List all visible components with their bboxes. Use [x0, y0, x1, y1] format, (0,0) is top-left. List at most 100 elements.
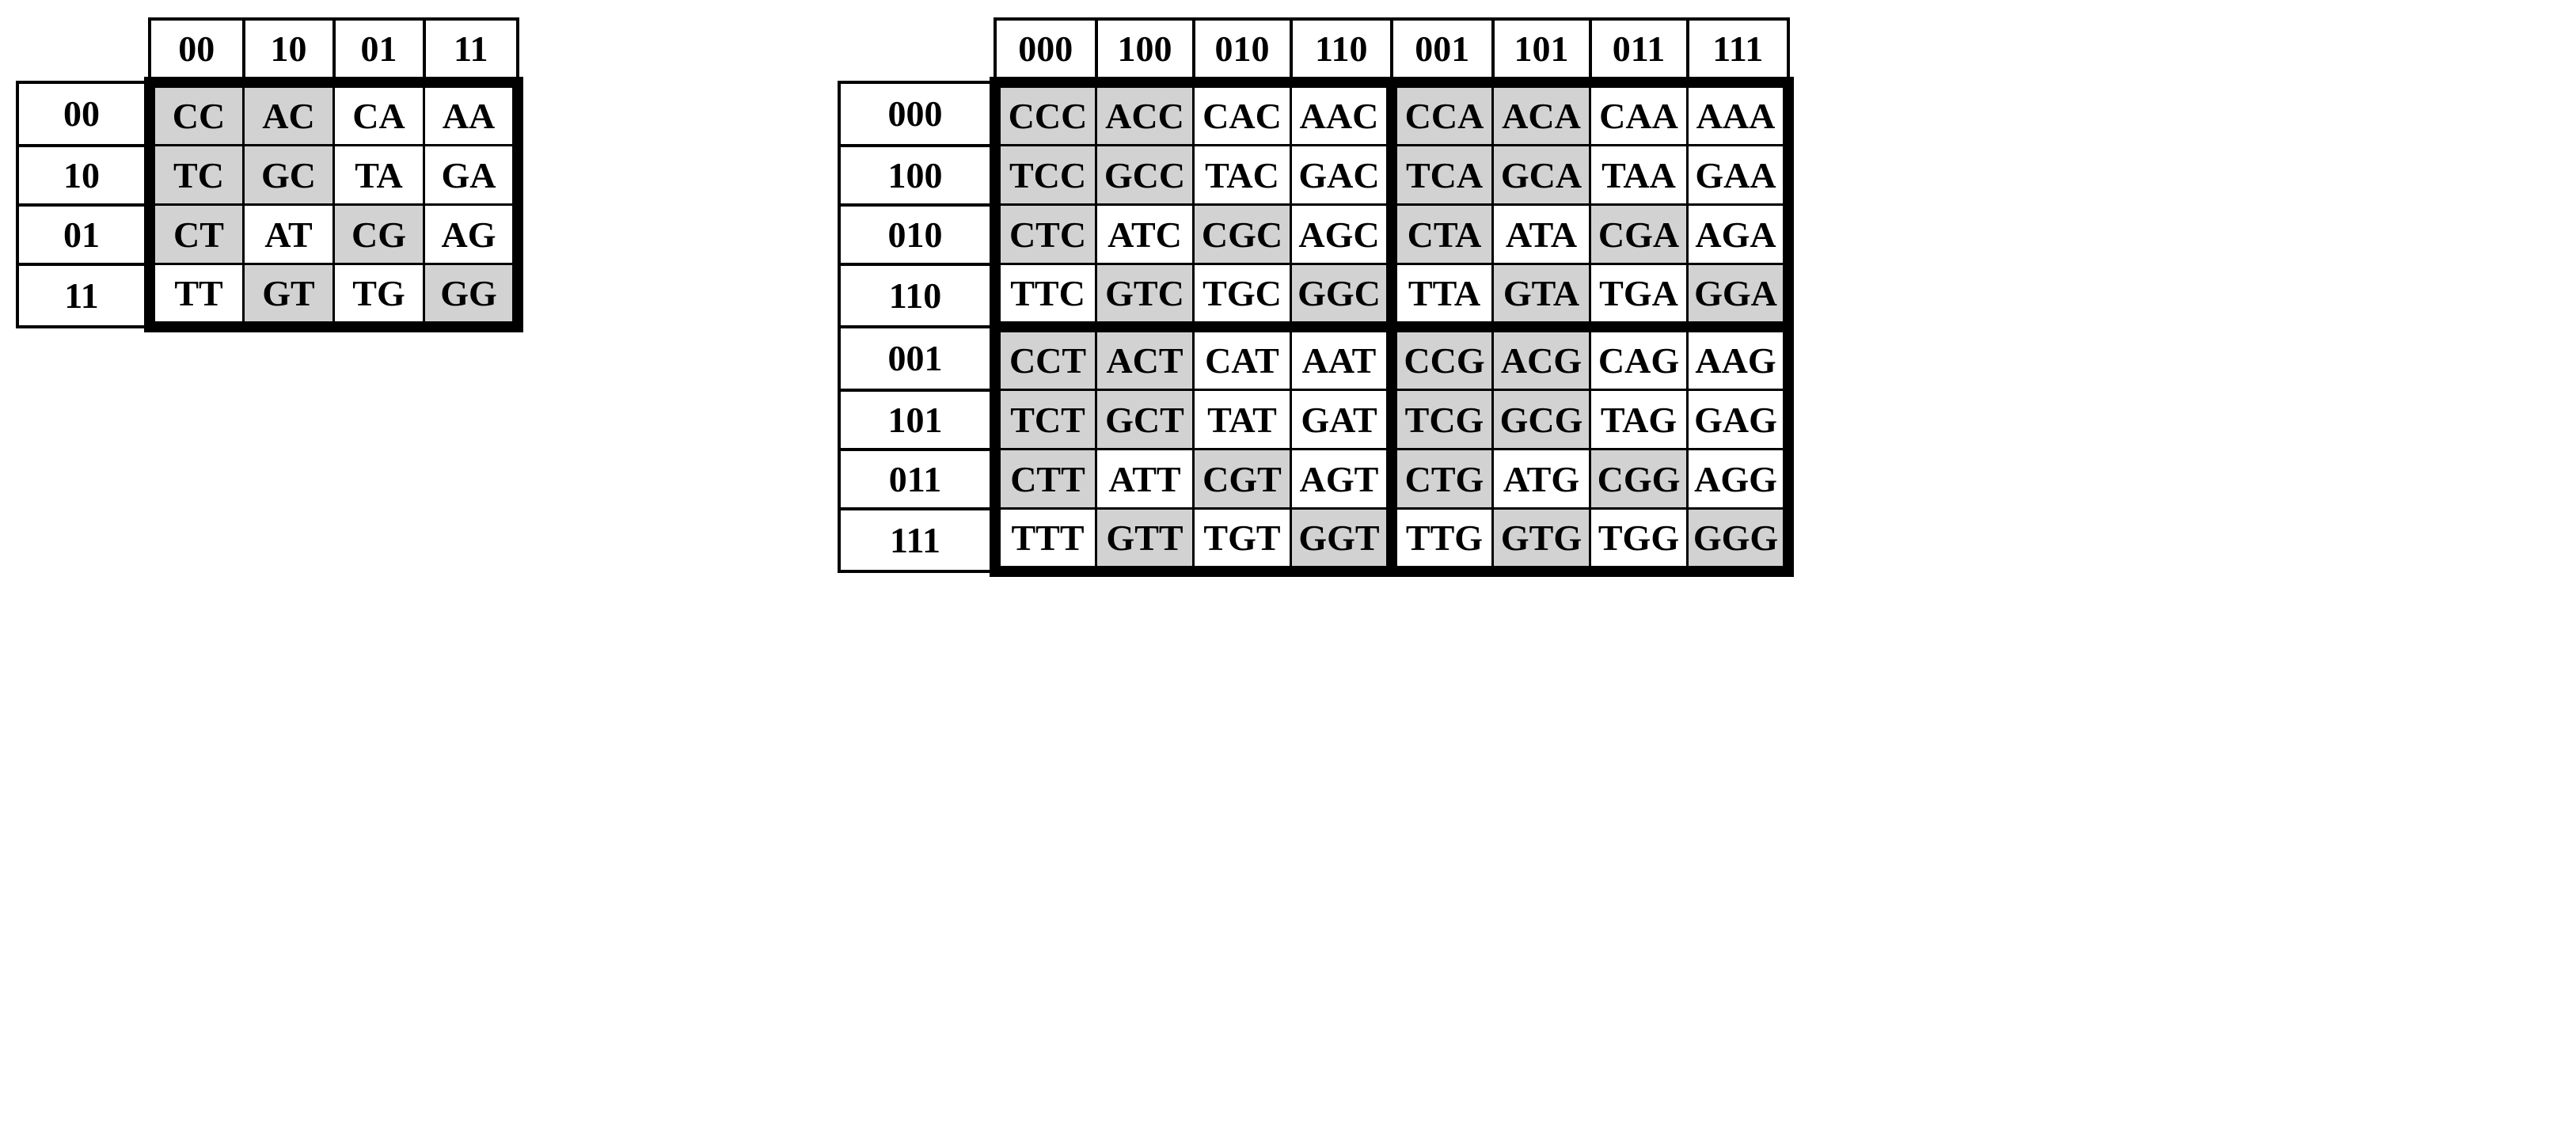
row-header-11: 11 [16, 262, 151, 328]
kmer-cell: CCA [1386, 77, 1494, 146]
kmer-cell: GAA [1686, 144, 1794, 206]
kmer-cell: GC [242, 144, 335, 206]
kmer-cell: GTT [1095, 507, 1195, 577]
kmer-cell: CTA [1386, 203, 1494, 265]
kmer-cell: GAG [1686, 389, 1794, 450]
kmer-cell: ATC [1095, 203, 1195, 265]
kmer-cell: GAC [1290, 144, 1397, 206]
kmer-cell: TGA [1589, 263, 1689, 332]
kmer-cell: GTC [1095, 263, 1195, 332]
kmer-cell: TTG [1386, 507, 1494, 577]
corner-spacer [17, 19, 150, 82]
kmer-cell: TCC [990, 144, 1097, 206]
kmer-cell: ATT [1095, 448, 1195, 510]
kmer-cell: AGG [1686, 448, 1794, 510]
kmer-cell: AG [423, 203, 523, 265]
kmer-cell: CAG [1589, 321, 1689, 391]
kmer-cell: AT [242, 203, 335, 265]
row-header-000: 000 [838, 81, 997, 147]
kmer-cell: ACT [1095, 321, 1195, 391]
kmer-cell: AGT [1290, 448, 1397, 510]
row-header-010: 010 [838, 203, 997, 266]
kmer-cell: GGA [1686, 263, 1794, 332]
kmer-cell: CTC [990, 203, 1097, 265]
column-header-100: 100 [1094, 17, 1195, 84]
kmer-cell: GCA [1491, 144, 1591, 206]
kmer-cell: TTC [990, 263, 1097, 332]
column-header-11: 11 [422, 17, 519, 84]
kmer-cell: GCG [1491, 389, 1591, 450]
kmer-cell: CTG [1386, 448, 1494, 510]
column-header-110: 110 [1289, 17, 1393, 84]
kmer-cell: AA [423, 77, 523, 146]
kmer-cell: TCT [990, 389, 1097, 450]
column-header-001: 001 [1390, 17, 1495, 84]
kmer-cell: GGC [1290, 263, 1397, 332]
kmer-cell: CA [332, 77, 425, 146]
row-header-011: 011 [838, 447, 997, 510]
kmer-cell: CGT [1192, 448, 1292, 510]
kmer-cell: CC [144, 77, 245, 146]
row-header-10: 10 [16, 143, 151, 207]
column-header-01: 01 [332, 17, 426, 84]
row-header-00: 00 [16, 81, 151, 147]
kmer-cell: GGT [1290, 507, 1397, 577]
column-header-011: 011 [1588, 17, 1689, 84]
kmer-cell: TGC [1192, 263, 1292, 332]
kmer-cell: CGG [1589, 448, 1689, 510]
column-header-00: 00 [148, 17, 245, 84]
row-header-100: 100 [838, 143, 997, 207]
kmer-cell: AAC [1290, 77, 1397, 146]
kmer-cell: TTT [990, 507, 1097, 577]
row-header-001: 001 [838, 325, 997, 392]
kmer-cell: AC [242, 77, 335, 146]
kmer-cell: TC [144, 144, 245, 206]
kmer-cell: GGG [1686, 507, 1794, 577]
column-header-101: 101 [1491, 17, 1592, 84]
kmer-cell: ATG [1491, 448, 1591, 510]
kmer-cell: CCG [1386, 321, 1494, 391]
kmer-cell: ACC [1095, 77, 1195, 146]
kmer-cell: GTG [1491, 507, 1591, 577]
kmer-cell: GTA [1491, 263, 1591, 332]
kmer-cell: AAA [1686, 77, 1794, 146]
kmer-cell: CGA [1589, 203, 1689, 265]
kmer-cell: GCT [1095, 389, 1195, 450]
kmer-cell: TAA [1589, 144, 1689, 206]
kmer-cell: GCC [1095, 144, 1195, 206]
kmer-cell: AAT [1290, 321, 1397, 391]
kmer-cell: GT [242, 263, 335, 332]
kmer-cell: AGC [1290, 203, 1397, 265]
kmer-cell: ATA [1491, 203, 1591, 265]
column-header-111: 111 [1685, 17, 1790, 84]
kmer-cell: CAA [1589, 77, 1689, 146]
corner-spacer [839, 19, 995, 82]
kmer-cell: TT [144, 263, 245, 332]
kmer-cell: TCA [1386, 144, 1494, 206]
kmer-cell: GAT [1290, 389, 1397, 450]
row-header-101: 101 [838, 388, 997, 451]
row-header-110: 110 [838, 262, 997, 328]
row-header-111: 111 [838, 506, 997, 573]
kmer-cell: TGG [1589, 507, 1689, 577]
kmer-cell: CG [332, 203, 425, 265]
column-header-010: 010 [1191, 17, 1293, 84]
kmer-cell: CAC [1192, 77, 1292, 146]
kmer-cell: TAT [1192, 389, 1292, 450]
